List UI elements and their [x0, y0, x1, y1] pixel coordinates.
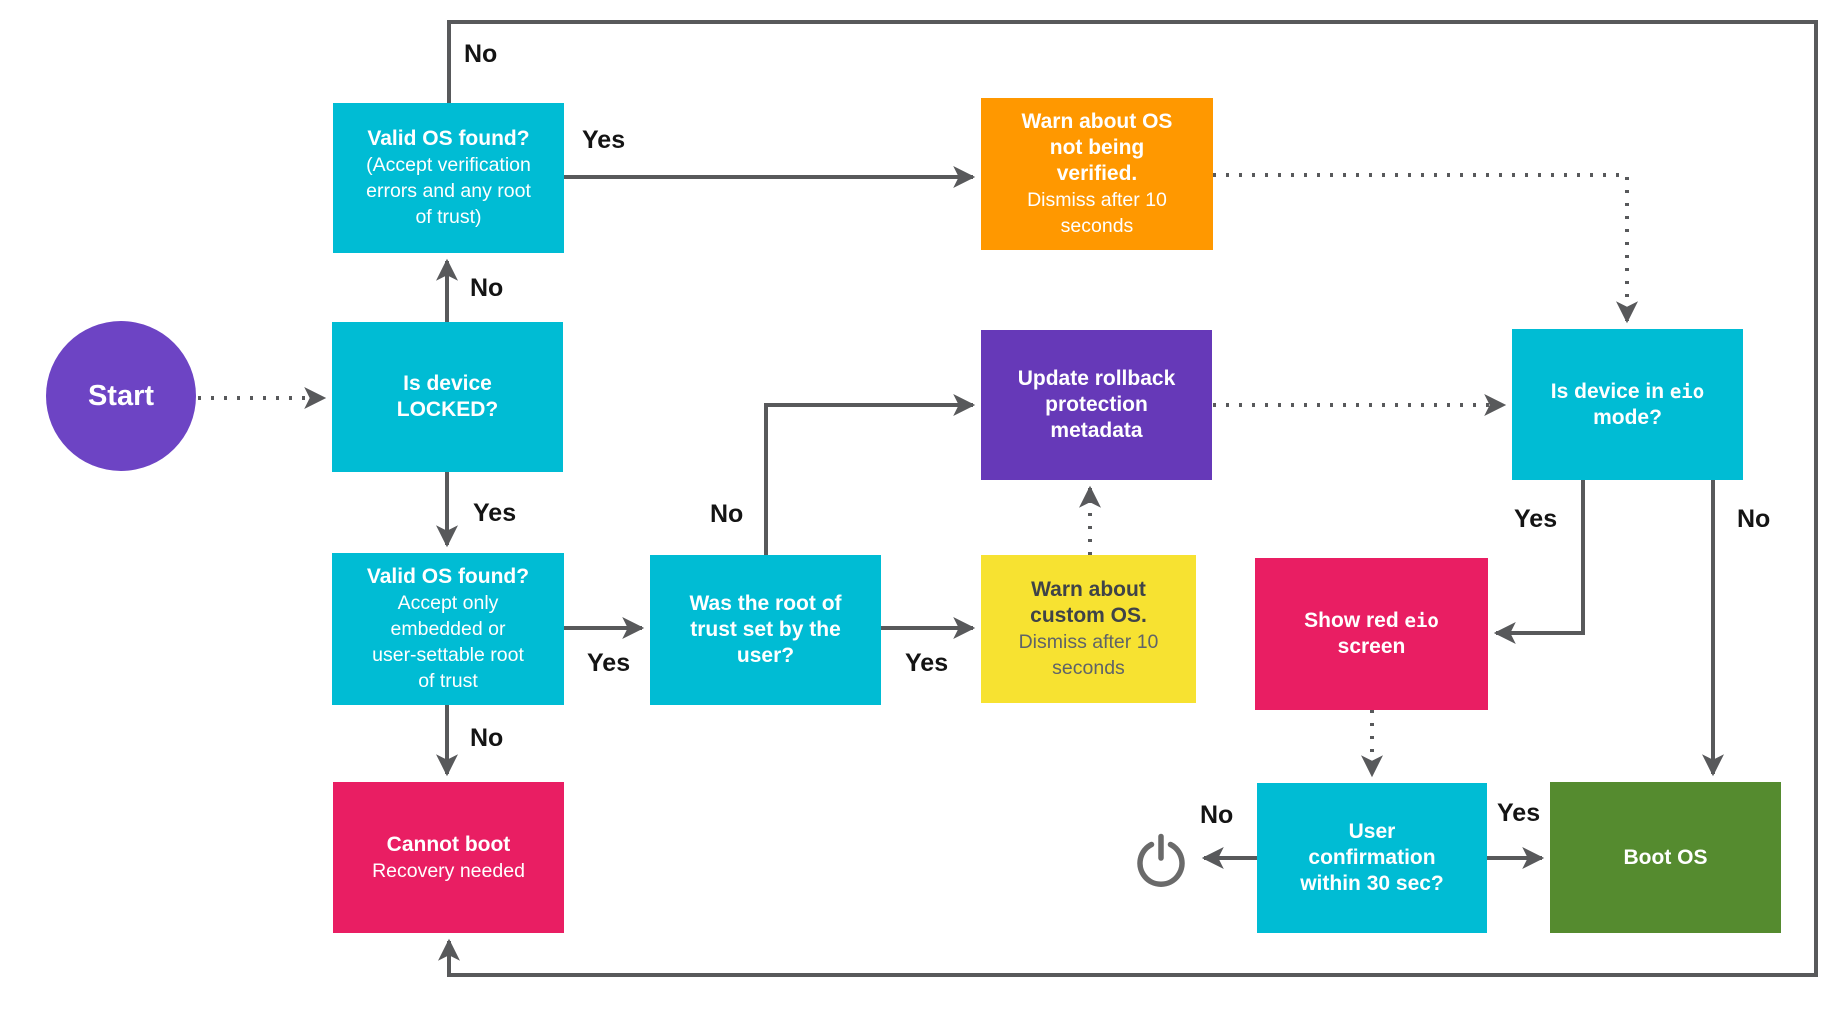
node-title: Was the root of trust set by the user?	[689, 592, 842, 667]
node-title: Warn about custom OS.	[1030, 578, 1147, 627]
node-subtitle: Recovery needed	[372, 859, 525, 882]
node-title: Update rollback protection metadata	[1017, 367, 1176, 442]
node-warn-custom-os: Warn about custom OS. Dismiss after 10 s…	[981, 555, 1196, 703]
node-start: Start	[46, 321, 196, 471]
node-title: User confirmation within 30 sec?	[1300, 820, 1444, 895]
title-prefix: Is device in	[1550, 379, 1670, 403]
edge-label-no: No	[464, 40, 498, 68]
edge-label-yes: Yes	[473, 499, 517, 527]
node-title: Cannot boot	[386, 832, 511, 856]
edge-wasroot-no	[764, 394, 976, 555]
power-icon	[1137, 833, 1185, 887]
node-boot-os: Boot OS	[1550, 782, 1781, 933]
node-title: Boot OS	[1623, 845, 1708, 869]
edge-outer-loop-no	[438, 20, 1818, 977]
node-cannot-boot: Cannot boot Recovery needed	[333, 782, 564, 933]
edge-eio-yes	[1493, 480, 1585, 644]
node-title: Is device in eio mode?	[1551, 379, 1704, 431]
node-title: Valid OS found?	[366, 565, 530, 588]
edge-label-yes: Yes	[587, 649, 631, 677]
edge-label-no: No	[1737, 505, 1771, 533]
node-title: Valid OS found?	[367, 127, 530, 150]
title-suffix: screen	[1337, 635, 1406, 658]
node-subtitle: Dismiss after 10 seconds	[1018, 631, 1159, 679]
node-update-rollback: Update rollback protection metadata	[981, 330, 1212, 480]
node-subtitle: Dismiss after 10 seconds	[1027, 189, 1167, 237]
node-title: Warn about OS not being verified.	[1021, 110, 1173, 185]
node-subtitle: Accept only embedded or user-settable ro…	[372, 592, 524, 692]
node-was-root-of-trust: Was the root of trust set by the user?	[650, 555, 881, 705]
node-is-device-eio: Is device in eio mode?	[1512, 329, 1743, 480]
title-prefix: Show red	[1304, 609, 1405, 632]
edge-label-no: No	[1200, 801, 1234, 829]
edge-label-no: No	[470, 274, 504, 302]
edge-label-yes: Yes	[582, 126, 626, 154]
node-warn-not-verified: Warn about OS not being verified. Dismis…	[981, 98, 1213, 250]
node-user-confirmation: User confirmation within 30 sec?	[1257, 783, 1487, 933]
title-suffix: mode?	[1593, 405, 1662, 429]
node-title: Is device LOCKED?	[396, 372, 499, 421]
edge-label-yes: Yes	[905, 649, 949, 677]
node-valid-os-locked: Valid OS found? Accept only embedded or …	[332, 553, 564, 705]
edge-label-yes: Yes	[1497, 799, 1541, 827]
edge-label-yes: Yes	[1514, 505, 1558, 533]
node-show-red-eio: Show red eio screen	[1255, 558, 1488, 710]
title-mono-eio: eio	[1669, 380, 1705, 403]
node-subtitle: (Accept verification errors and any root…	[366, 154, 531, 228]
node-title: Show red eio screen	[1304, 608, 1439, 660]
node-start-label: Start	[87, 380, 155, 412]
node-valid-os-unlocked: Valid OS found? (Accept verification err…	[333, 103, 564, 253]
edge-label-no: No	[710, 500, 744, 528]
edge-warn-to-eio-dotted	[1213, 173, 1638, 324]
title-mono-eio: eio	[1404, 610, 1439, 632]
node-is-device-locked: Is device LOCKED?	[332, 322, 563, 472]
edge-label-no: No	[470, 724, 504, 752]
